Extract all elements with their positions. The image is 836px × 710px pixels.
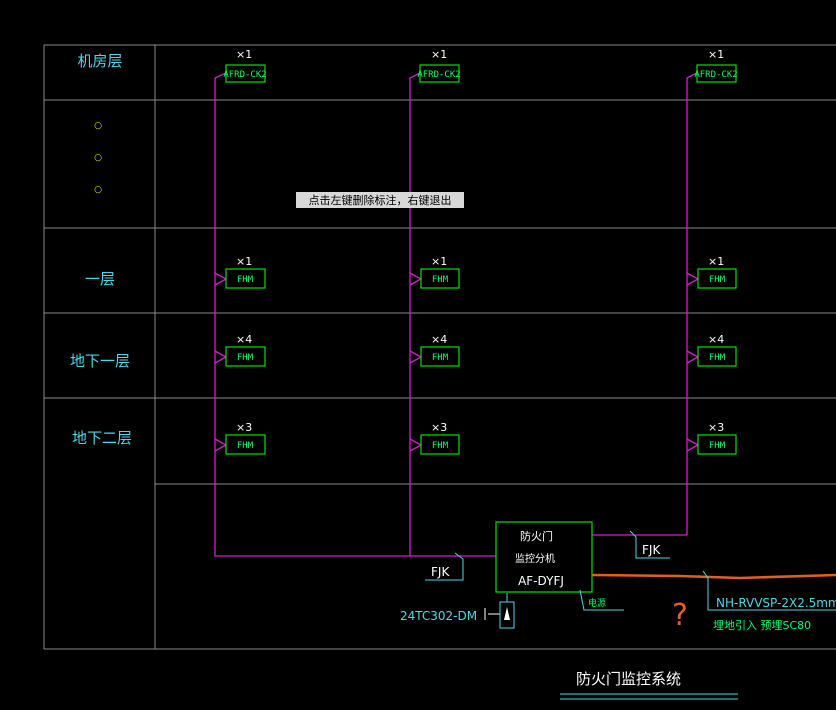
- multiplier-top-1: ×1: [236, 48, 252, 61]
- multiplier-b2-3: ×3: [708, 421, 724, 434]
- power-label: 电源: [588, 597, 606, 609]
- multiplier-b1-2: ×4: [431, 333, 447, 346]
- device-box-b1-2[interactable]: [420, 346, 460, 367]
- multiplier-f1-1: ×1: [236, 255, 252, 268]
- multiplier-top-3: ×1: [708, 48, 724, 61]
- floor-label-b1: 地下一层: [70, 352, 130, 370]
- cable-note: 埋地引入 预埋SC80: [713, 618, 811, 632]
- device-label-b1-1: FHM: [237, 353, 254, 363]
- device-box-f1-3[interactable]: [697, 268, 737, 289]
- terminal-icon: [484, 593, 515, 629]
- terminal-label: 24TC302-DM: [400, 609, 477, 623]
- device-label-f1-1: FHM: [237, 275, 254, 285]
- controller-box[interactable]: [495, 521, 593, 593]
- multiplier-f1-2: ×1: [431, 255, 447, 268]
- device-label-b2-3: FHM: [709, 441, 726, 451]
- device-box-b2-2[interactable]: [420, 434, 460, 455]
- device-label-top-2: AFRD-CK2: [417, 70, 460, 80]
- floor-label-machine-room: 机房层: [77, 52, 122, 70]
- device-label-b1-2: FHM: [432, 353, 449, 363]
- controller-line1: 防火门: [520, 529, 553, 543]
- system-title: 防火门监控系统: [576, 670, 681, 688]
- controller-model: AF-DYFJ: [518, 574, 564, 588]
- ellipsis-dot-1: ○: [94, 121, 102, 131]
- device-label-f1-3: FHM: [709, 275, 726, 285]
- device-box-f1-2[interactable]: [420, 268, 460, 289]
- tooltip-text: 点击左键删除标注，右键退出: [309, 193, 452, 207]
- multiplier-b1-1: ×4: [236, 333, 252, 346]
- device-box-f1-1[interactable]: [225, 268, 266, 289]
- multiplier-b1-3: ×4: [708, 333, 724, 346]
- device-label-f1-2: FHM: [432, 275, 449, 285]
- multiplier-f1-3: ×1: [708, 255, 724, 268]
- floor-label-b2: 地下二层: [72, 429, 132, 447]
- device-box-b2-1[interactable]: [225, 434, 266, 455]
- ellipsis-dot-3: ○: [94, 185, 102, 195]
- cable-label: NH-RVVSP-2X2.5mm²: [716, 596, 836, 610]
- device-label-b2-2: FHM: [432, 441, 449, 451]
- device-label-b1-3: FHM: [709, 353, 726, 363]
- device-box-top-1[interactable]: [225, 64, 266, 83]
- device-label-b2-1: FHM: [237, 441, 254, 451]
- device-box-b1-3[interactable]: [697, 346, 737, 367]
- device-box-top-3[interactable]: [696, 64, 737, 83]
- trunk-cable: [591, 573, 836, 580]
- device-box-b2-3[interactable]: [697, 434, 737, 455]
- question-mark: ?: [672, 598, 688, 633]
- floor-label-f1: 一层: [85, 270, 115, 288]
- ellipsis-dot-2: ○: [94, 153, 102, 163]
- device-label-top-1: AFRD-CK2: [223, 70, 266, 80]
- multiplier-b2-2: ×3: [431, 421, 447, 434]
- junction-label-right: FJK: [642, 543, 661, 557]
- multiplier-b2-1: ×3: [236, 421, 252, 434]
- device-label-top-3: AFRD-CK2: [694, 70, 737, 80]
- floor-grid: [43, 44, 836, 650]
- device-box-b1-1[interactable]: [225, 346, 266, 367]
- junction-label-left: FJK: [431, 565, 450, 579]
- controller-line2: 监控分机: [515, 552, 555, 565]
- device-box-top-2[interactable]: [419, 64, 460, 83]
- tooltip-bg: [296, 192, 464, 208]
- multiplier-top-2: ×1: [431, 48, 447, 61]
